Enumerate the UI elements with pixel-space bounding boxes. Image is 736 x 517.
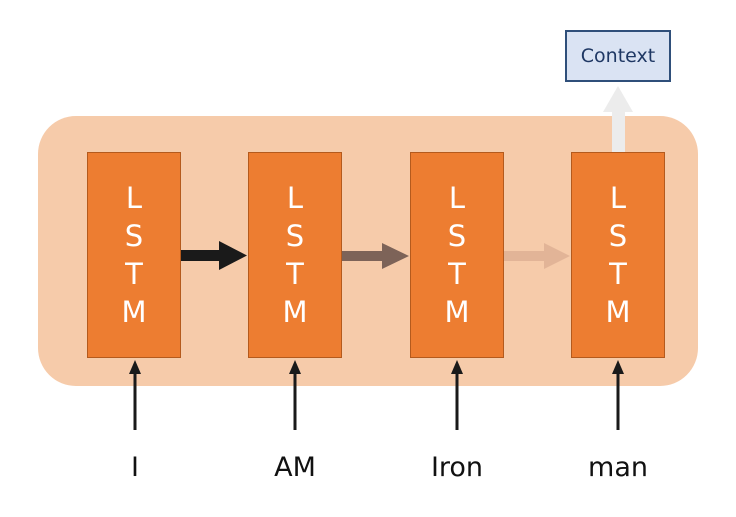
lstm-cell-3: L S T M: [410, 152, 504, 358]
lstm-letter: M: [282, 295, 308, 329]
lstm-letter: M: [605, 295, 631, 329]
input-word-2: AM: [274, 452, 316, 483]
lstm-cell-2: L S T M: [248, 152, 342, 358]
input-word-4: man: [588, 452, 648, 483]
lstm-letter: M: [444, 295, 470, 329]
lstm-letter: S: [124, 219, 144, 253]
lstm-letter: L: [448, 181, 466, 215]
input-word-3: Iron: [430, 452, 484, 483]
lstm-letter: L: [125, 181, 143, 215]
input-word-1: I: [131, 452, 139, 483]
context-output-box: Context: [565, 30, 671, 82]
lstm-letter: T: [286, 257, 304, 291]
lstm-letter: T: [609, 257, 627, 291]
lstm-cell-4: L S T M: [571, 152, 665, 358]
lstm-letter: S: [447, 219, 467, 253]
lstm-letter: S: [608, 219, 628, 253]
lstm-letter: S: [285, 219, 305, 253]
lstm-letter: L: [286, 181, 304, 215]
lstm-cell-1: L S T M: [87, 152, 181, 358]
lstm-letter: M: [121, 295, 147, 329]
lstm-letter: T: [125, 257, 143, 291]
lstm-letter: T: [448, 257, 466, 291]
lstm-letter: L: [609, 181, 627, 215]
